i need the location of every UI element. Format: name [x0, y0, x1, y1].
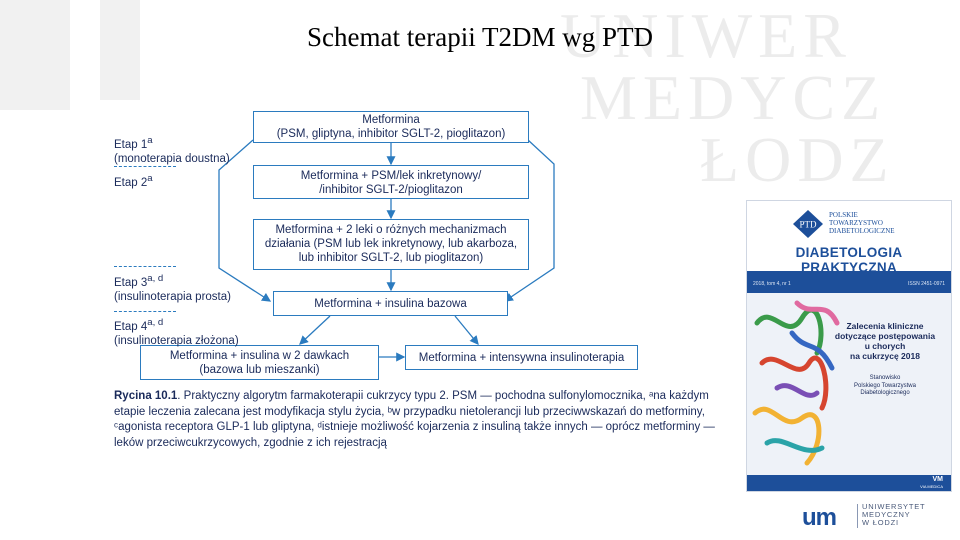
- stage-3-sub: (insulinoterapia prosta): [114, 290, 231, 303]
- box-metformina-main: Metformina: [362, 114, 420, 126]
- stage-1: Etap 1a (monoterapia doustna): [114, 135, 230, 165]
- cover-vm-text: VIA MEDICA: [920, 484, 943, 489]
- cover-publisher-line2: TOWARZYSTWO: [829, 219, 883, 227]
- box-stage2: Metformina + PSM/lek inkretynowy/ /inhib…: [253, 165, 529, 199]
- stage-4-label: Etap 4: [114, 320, 148, 333]
- stage-divider-1: [114, 166, 176, 167]
- cover-publisher-line3: DIABETOLOGICZNE: [829, 227, 895, 235]
- stage-4-sub: (insulinoterapia złożona): [114, 334, 239, 347]
- background-shape-left: [0, 0, 70, 110]
- slide-title: Schemat terapii T2DM wg PTD: [307, 22, 653, 52]
- stage-4: Etap 4a, d (insulinoterapia złożona): [114, 317, 239, 347]
- cover-sub-line2: Polskiego Towarzystwa: [854, 382, 916, 389]
- box-intensive-insulin: Metformina + intensywna insulinoterapia: [405, 345, 638, 370]
- cover-headline: Zalecenia kliniczne dotyczące postępowan…: [825, 321, 945, 361]
- box-two-dose-insulin-line2: (bazowa lub mieszanki): [199, 364, 320, 376]
- cover-header: [747, 201, 951, 271]
- box-stage2-triple-line1: Metformina + 2 leki o różnych mechanizma…: [275, 224, 507, 236]
- journal-cover: PTD POLSKIE TOWARZYSTWO DIABETOLOGICZNE …: [746, 200, 952, 492]
- box-metformina-alternatives: (PSM, gliptyna, inhibitor SGLT-2, piogli…: [276, 128, 506, 140]
- cover-issue-row: 2018, tom 4, nr 1 ISSN 2451-0971: [747, 281, 951, 287]
- cover-headline-line1: Zalecenia kliniczne: [846, 321, 924, 331]
- cover-sub-line3: Diabetologicznego: [860, 390, 910, 396]
- university-logo-line1: UNIWERSYTET: [862, 502, 926, 511]
- box-intensive-insulin-text: Metformina + intensywna insulinoterapia: [418, 352, 625, 364]
- box-basal-insulin-text: Metformina + insulina bazowa: [314, 298, 467, 310]
- box-two-dose-insulin-line1: Metformina + insulina w 2 dawkach: [169, 350, 350, 362]
- box-basal-insulin: Metformina + insulina bazowa: [273, 291, 508, 316]
- stage-1-label: Etap 1: [114, 138, 148, 151]
- cover-headline-line4: na cukrzycę 2018: [850, 351, 920, 361]
- arrow-b1-b4-left: [218, 139, 272, 302]
- box-two-dose-insulin: Metformina + insulina w 2 dawkach (bazow…: [140, 345, 379, 380]
- background-shape-mid: [100, 0, 140, 100]
- cover-publisher: POLSKIE TOWARZYSTWO DIABETOLOGICZNE: [829, 211, 895, 235]
- university-logo-line2: MEDYCZNY: [862, 510, 911, 519]
- stage-1-sub: (monoterapia doustna): [114, 152, 230, 165]
- cover-issn: ISSN 2451-0971: [908, 281, 945, 287]
- box-stage2-triple: Metformina + 2 leki o różnych mechanizma…: [253, 219, 529, 270]
- watermark-line-2: MEDYCZ: [580, 62, 887, 133]
- box-metformina: Metformina (PSM, gliptyna, inhibitor SGL…: [253, 111, 529, 143]
- stage-2-label: Etap 2: [114, 176, 148, 189]
- stage-3: Etap 3a, d (insulinoterapia prosta): [114, 273, 231, 303]
- box-stage2-line1: Metformina + PSM/lek inkretynowy/: [300, 170, 482, 182]
- cover-artwork: [747, 293, 951, 477]
- cover-vm-mark: VM: [932, 476, 944, 483]
- arrow-b1-b4-right: [503, 139, 555, 302]
- cover-publisher-line1: POLSKIE: [829, 211, 858, 219]
- figure-caption-label: Rycina 10.1: [114, 390, 178, 402]
- cover-issue: 2018, tom 4, nr 1: [753, 281, 791, 287]
- stage-divider-3: [114, 311, 176, 312]
- university-logo-mark: um: [802, 504, 837, 531]
- figure-caption: Rycina 10.1. Praktyczny algorytm farmako…: [114, 389, 724, 451]
- ptd-logo-icon: PTD: [793, 210, 823, 238]
- watermark-line-3: ŁODZ: [700, 124, 895, 195]
- university-logo-line3: W ŁODZI: [862, 518, 899, 527]
- university-logo-text: UNIWERSYTET MEDYCZNY W ŁODZI: [862, 503, 925, 527]
- cover-headline-line2: dotyczące postępowania: [834, 331, 936, 341]
- stage-divider-2: [114, 266, 176, 267]
- university-logo-separator: [857, 504, 858, 528]
- svg-text:PTD: PTD: [799, 220, 817, 230]
- arrow-b4-b6: [454, 315, 479, 346]
- box-stage2-triple-line3: lub inhibitor SGLT-2, lub pioglitazon): [298, 252, 484, 264]
- cover-subheadline: Stanowisko Polskiego Towarzystwa Diabeto…: [825, 375, 945, 398]
- arrow-b4-b5: [299, 315, 331, 345]
- cover-sub-line1: Stanowisko: [869, 375, 901, 381]
- watermark-line-1: UNIWER: [560, 0, 852, 71]
- stage-3-label: Etap 3: [114, 276, 148, 289]
- box-stage2-triple-line2: działania (PSM lub lek inkretynowy, lub …: [264, 238, 518, 250]
- protein-structure-image: [752, 300, 840, 466]
- stage-2: Etap 2a: [114, 173, 153, 189]
- box-stage2-line2: /inhibitor SGLT-2/pioglitazon: [319, 184, 463, 196]
- cover-footer: VM VIA MEDICA: [747, 475, 951, 491]
- figure-caption-text: . Praktyczny algorytm farmakoterapii cuk…: [114, 390, 715, 449]
- cover-band: [747, 271, 951, 293]
- cover-headline-line3: u chorych: [864, 341, 906, 351]
